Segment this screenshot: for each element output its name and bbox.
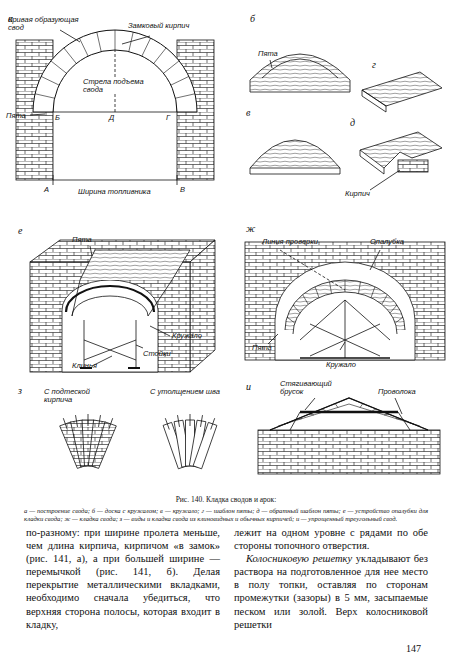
stroke bbox=[359, 282, 361, 294]
stroke bbox=[384, 414, 389, 416]
stroke bbox=[41, 76, 59, 85]
part-label: Стягивающий брусок bbox=[280, 380, 350, 396]
part-label: Ширина топливника bbox=[78, 188, 151, 196]
stroke bbox=[395, 317, 403, 323]
stroke bbox=[190, 414, 191, 426]
text-column: по-разному: при ширине пролета меньше, ч… bbox=[26, 526, 220, 631]
stroke bbox=[171, 76, 189, 85]
stroke bbox=[175, 94, 195, 98]
stroke bbox=[330, 282, 332, 294]
stroke bbox=[164, 61, 180, 73]
figure-letter: и bbox=[246, 382, 251, 393]
stroke bbox=[178, 415, 180, 427]
brick-shape bbox=[92, 422, 116, 469]
body-paragraph: лежит на одном уровне с рядами по обе ст… bbox=[234, 526, 428, 552]
part-label: В bbox=[180, 186, 185, 194]
stroke bbox=[303, 295, 309, 305]
figure-letter: д bbox=[350, 118, 355, 129]
figure-caption: Рис. 140. Кладка сводов и арок: bbox=[24, 496, 428, 504]
stroke bbox=[165, 418, 169, 429]
figure-letter: ж bbox=[246, 224, 255, 235]
figure-letter: б bbox=[250, 14, 255, 25]
part-label: Кружало bbox=[172, 332, 202, 340]
figure-letter: г bbox=[372, 60, 376, 71]
stroke bbox=[115, 30, 116, 50]
part-label: Клинья bbox=[72, 362, 97, 370]
figure-letter: в bbox=[246, 108, 250, 119]
part-label: Кружало bbox=[326, 361, 356, 369]
part-label: Б bbox=[55, 114, 60, 122]
text-column: лежит на одном уровне с рядами по обе ст… bbox=[234, 526, 428, 631]
part-label: Д bbox=[109, 114, 114, 122]
stroke bbox=[211, 418, 215, 429]
italic-term: Колосниковую решетку bbox=[246, 553, 352, 564]
stroke bbox=[35, 94, 55, 98]
body-paragraph: по-разному: при ширине пролета меньше, ч… bbox=[26, 526, 220, 631]
part-label: Г bbox=[166, 114, 170, 122]
stroke bbox=[88, 414, 89, 426]
part-label: Стойки bbox=[143, 350, 171, 358]
stroke bbox=[97, 32, 101, 52]
part-label: С подтеской кирпича bbox=[44, 388, 114, 404]
caption-legend: а — построение свода; б — доска с кружал… bbox=[24, 507, 428, 523]
stroke bbox=[79, 38, 88, 56]
stroke bbox=[283, 422, 290, 424]
part-label: Пята bbox=[72, 236, 92, 244]
part-label: А bbox=[44, 186, 49, 194]
part-label: Пята bbox=[252, 344, 272, 352]
stroke bbox=[51, 61, 67, 73]
part-label: Кирпич bbox=[345, 190, 370, 198]
stroke bbox=[396, 418, 402, 420]
stroke bbox=[360, 404, 363, 408]
stroke bbox=[109, 418, 113, 429]
brick-shape bbox=[193, 422, 217, 468]
body-paragraph: Колосниковую решетку укладывают без раст… bbox=[234, 552, 428, 631]
stroke bbox=[201, 415, 203, 427]
stroke bbox=[64, 48, 76, 64]
stroke bbox=[390, 305, 397, 313]
part-label: С утолщением шва bbox=[150, 388, 230, 396]
stroke bbox=[76, 415, 78, 427]
part-label: Стрела подъема свода bbox=[82, 78, 148, 94]
part-label: Проволока bbox=[378, 388, 416, 396]
stroke bbox=[142, 38, 151, 56]
part-label: Замковый кирпич bbox=[128, 22, 198, 30]
stroke bbox=[315, 287, 319, 298]
page-number: 147 bbox=[406, 644, 421, 655]
stroke bbox=[309, 414, 314, 416]
part-label: Пята bbox=[6, 112, 26, 120]
stroke bbox=[99, 415, 101, 427]
stroke bbox=[382, 295, 388, 305]
stroke bbox=[293, 305, 300, 313]
part-label: Кривая образующая свод bbox=[8, 16, 88, 32]
body-text: укладывают без раствора на подготовленно… bbox=[234, 553, 428, 629]
stroke bbox=[287, 317, 295, 323]
stroke bbox=[335, 404, 338, 408]
stroke bbox=[371, 287, 375, 298]
figure-letter: з bbox=[18, 386, 22, 397]
figure-letter: е bbox=[18, 226, 22, 237]
stroke bbox=[408, 422, 415, 424]
stroke bbox=[154, 48, 166, 64]
part-label: Опалубка bbox=[370, 238, 404, 246]
part-label: Линия проверки bbox=[262, 238, 318, 246]
part-label: Пята bbox=[258, 50, 278, 58]
stroke bbox=[63, 418, 67, 429]
